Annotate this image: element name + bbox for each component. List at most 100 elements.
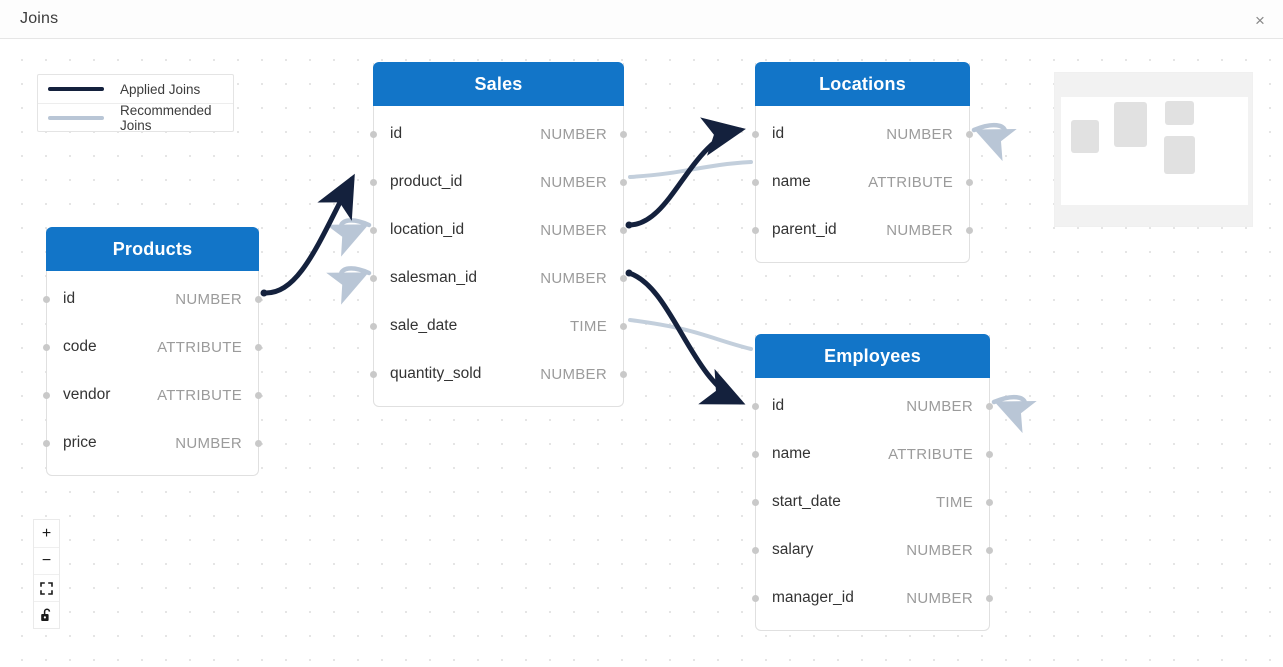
field-port-left[interactable] <box>752 546 759 554</box>
fit-to-screen-button[interactable] <box>34 574 59 601</box>
field-port-right[interactable] <box>620 130 627 138</box>
join-endpoint-dots <box>260 221 633 297</box>
field-port-left[interactable] <box>370 178 377 186</box>
table-field-row[interactable]: location_id NUMBER <box>370 206 627 254</box>
lock-toggle-button[interactable] <box>34 601 59 628</box>
field-port-right[interactable] <box>986 498 993 506</box>
field-port-right[interactable] <box>966 178 973 186</box>
field-port-left[interactable] <box>370 322 377 330</box>
field-port-right[interactable] <box>966 226 973 234</box>
field-name: id <box>772 397 785 414</box>
table-field-row[interactable]: id NUMBER <box>752 382 993 430</box>
field-port-right[interactable] <box>620 322 627 330</box>
field-port-right[interactable] <box>255 439 262 447</box>
zoom-out-button[interactable]: − <box>34 547 59 574</box>
table-header[interactable]: Employees <box>755 334 990 378</box>
close-icon[interactable]: × <box>1255 10 1265 30</box>
table-header[interactable]: Locations <box>755 62 970 106</box>
field-port-right[interactable] <box>986 594 993 602</box>
table-title: Employees <box>824 345 921 366</box>
table-field-row[interactable]: code ATTRIBUTE <box>43 323 262 371</box>
field-name: location_id <box>390 221 465 238</box>
legend-label-recommended: Recommended Joins <box>120 102 212 133</box>
table-header[interactable]: Products <box>46 227 259 271</box>
minimap[interactable] <box>1054 72 1253 227</box>
field-type: NUMBER <box>886 221 953 239</box>
fit-screen-icon <box>40 581 53 595</box>
field-name: price <box>63 434 97 451</box>
field-port-left[interactable] <box>752 450 759 458</box>
minimap-node <box>1071 120 1099 153</box>
table-header[interactable]: Sales <box>373 62 624 106</box>
field-port-left[interactable] <box>752 130 759 138</box>
field-name: vendor <box>63 386 111 403</box>
field-type: ATTRIBUTE <box>868 173 953 191</box>
minimap-viewport[interactable] <box>1061 97 1248 205</box>
field-port-left[interactable] <box>43 295 50 303</box>
field-port-left[interactable] <box>370 274 377 282</box>
field-type: ATTRIBUTE <box>157 338 242 356</box>
field-port-right[interactable] <box>255 295 262 303</box>
unlock-icon <box>41 608 51 621</box>
table-field-row[interactable]: parent_id NUMBER <box>752 206 973 254</box>
field-type: NUMBER <box>906 397 973 415</box>
field-port-left[interactable] <box>370 370 377 378</box>
field-type: TIME <box>569 317 607 335</box>
field-port-left[interactable] <box>752 226 759 234</box>
field-port-right[interactable] <box>255 343 262 351</box>
field-port-left[interactable] <box>752 402 759 410</box>
field-port-left[interactable] <box>43 343 50 351</box>
field-name: salary <box>772 541 814 558</box>
field-name: salesman_id <box>390 269 478 286</box>
field-type: NUMBER <box>540 365 607 383</box>
field-port-right[interactable] <box>620 226 627 234</box>
field-port-left[interactable] <box>752 498 759 506</box>
field-type: NUMBER <box>540 269 607 287</box>
field-port-left[interactable] <box>752 178 759 186</box>
field-name: parent_id <box>772 221 837 238</box>
table-field-row[interactable]: salesman_id NUMBER <box>370 254 627 302</box>
minimap-node <box>1164 136 1195 174</box>
field-port-left[interactable] <box>370 226 377 234</box>
field-port-right[interactable] <box>620 178 627 186</box>
field-port-left[interactable] <box>43 439 50 447</box>
field-port-right[interactable] <box>986 546 993 554</box>
field-port-left[interactable] <box>370 130 377 138</box>
field-port-right[interactable] <box>620 370 627 378</box>
field-type: NUMBER <box>540 221 607 239</box>
field-port-right[interactable] <box>986 402 993 410</box>
field-port-right[interactable] <box>255 391 262 399</box>
table-title: Products <box>112 238 193 259</box>
joins-canvas[interactable]: Applied Joins Recommended Joins Products… <box>0 39 1283 667</box>
field-name: id <box>390 125 403 142</box>
field-port-left[interactable] <box>43 391 50 399</box>
field-port-right[interactable] <box>620 274 627 282</box>
zoom-in-button[interactable]: + <box>34 520 59 547</box>
field-name: code <box>63 338 97 355</box>
minimap-node <box>1114 102 1147 147</box>
field-port-right[interactable] <box>966 130 973 138</box>
field-port-left[interactable] <box>752 594 759 602</box>
field-name: manager_id <box>772 589 854 606</box>
field-port-right[interactable] <box>986 450 993 458</box>
